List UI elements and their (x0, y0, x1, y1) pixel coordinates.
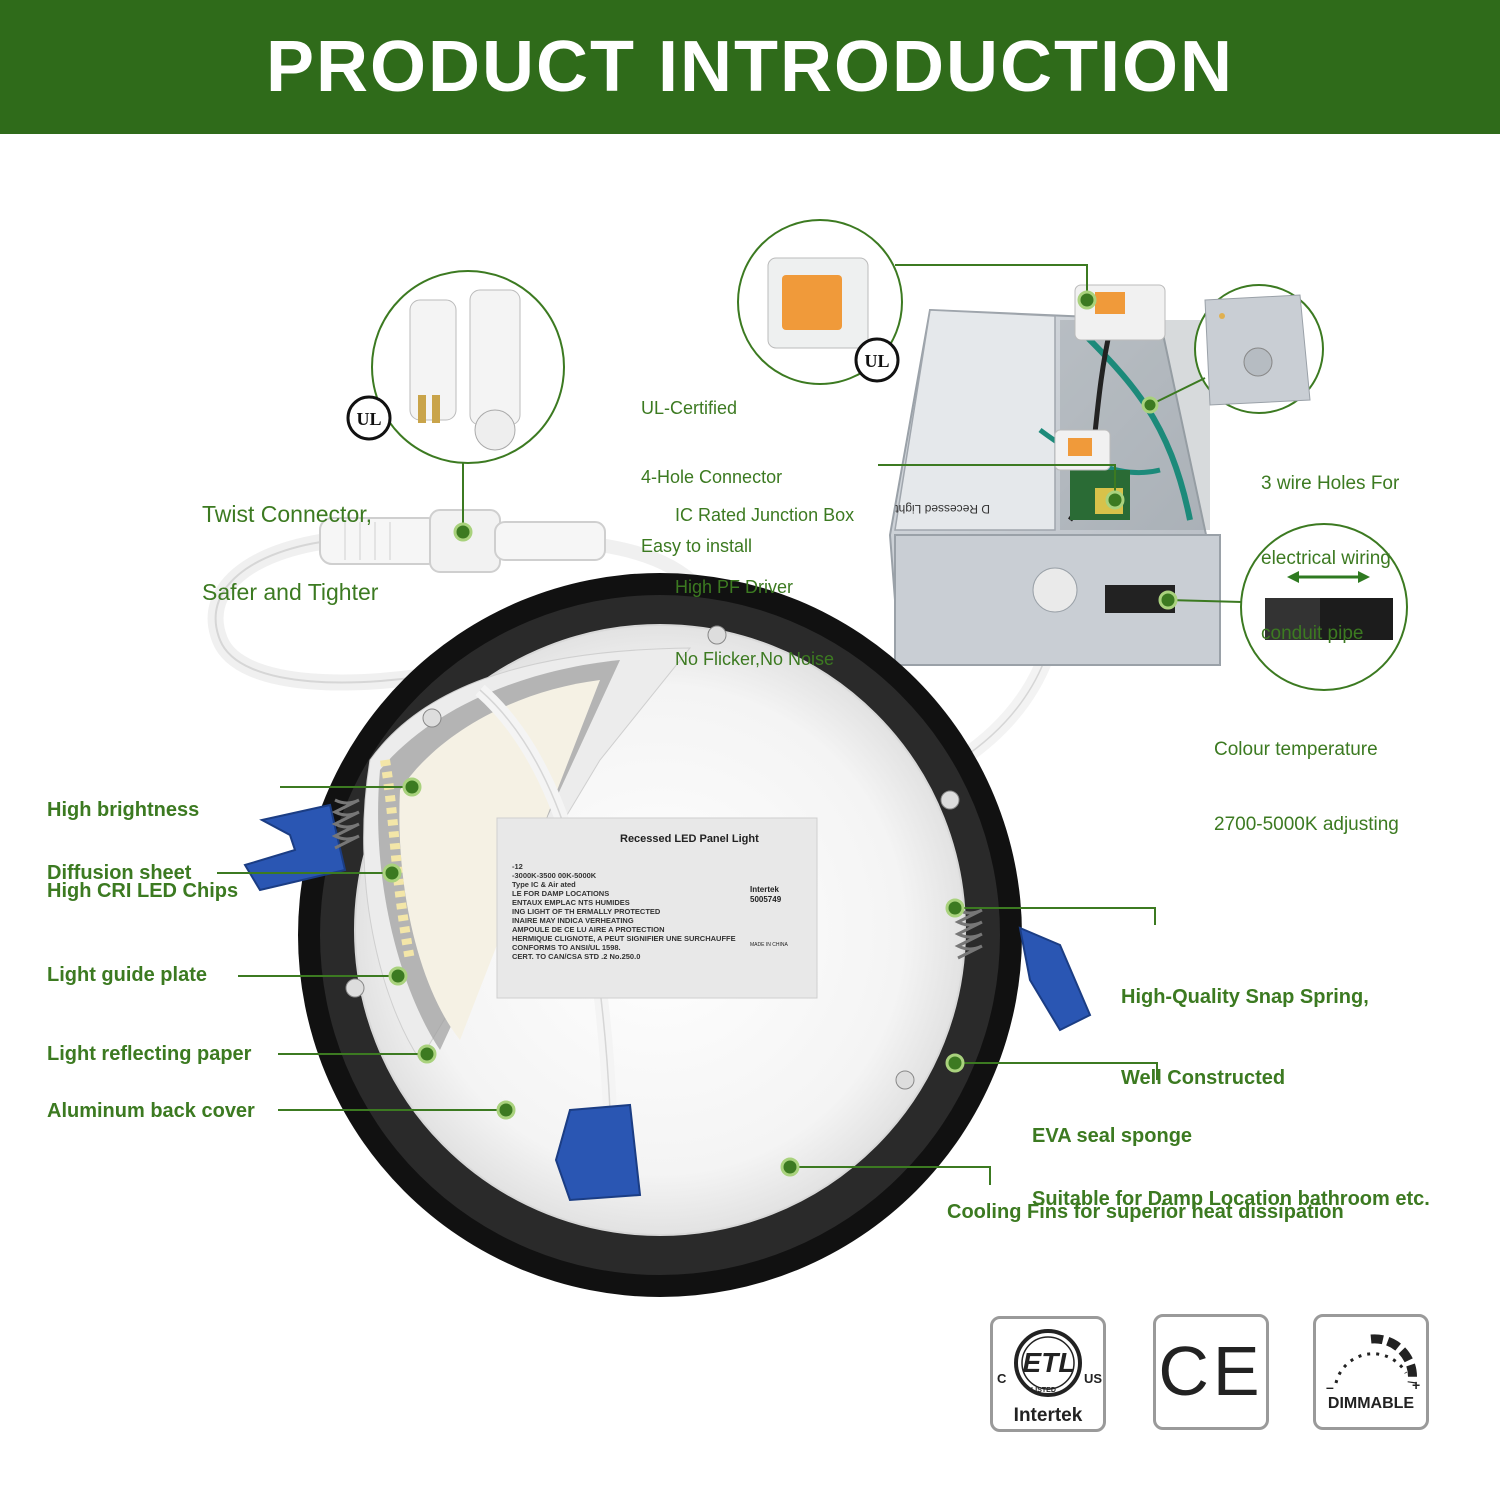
callout-line: conduit pipe (1261, 623, 1364, 644)
callout-line: Suitable for Damp Location bathroom etc. (1032, 1188, 1430, 1210)
label-made-in: MADE IN CHINA (750, 942, 788, 948)
svg-text:UL: UL (864, 351, 889, 371)
label-line: CONFORMS TO ANSI/UL 1598. (512, 943, 621, 952)
detail-colour-switch (1240, 523, 1408, 691)
callout-line: IC Rated Junction Box (675, 505, 855, 525)
dim-plus: + (1412, 1377, 1421, 1393)
ce-icon: CE (1153, 1314, 1269, 1430)
leader-dots (382, 290, 1178, 1177)
callout-line: High-Quality Snap Spring, (1121, 986, 1369, 1008)
callout-4-hole-connector: UL-Certified 4-Hole Connector Easy to in… (641, 351, 782, 581)
clip-left (243, 803, 347, 892)
callout-line: Easy to install (641, 536, 753, 556)
svg-text:UL: UL (356, 409, 381, 429)
callout-line: electrical wiring (1261, 548, 1391, 569)
callout-line: UL-Certified (641, 398, 738, 418)
cable-edge (214, 539, 461, 684)
callout-line: Well Constructed (1121, 1067, 1286, 1089)
page-title: PRODUCT INTRODUCTION (266, 27, 1234, 107)
callout-colour-temperature: Colour temperature 2700-5000K adjusting (1214, 687, 1399, 862)
clip-right (1018, 926, 1092, 1032)
callout-line: 3 wire Holes For (1261, 473, 1400, 494)
callout-line: Safer and Tighter (202, 579, 379, 605)
panel-light (243, 573, 1092, 1297)
callout-line: No Flicker,No Noise (675, 649, 835, 669)
callout-line: High brightness (47, 799, 200, 821)
etl-emblem (1014, 1329, 1082, 1397)
box-label-text: D Recessed Light (895, 502, 990, 516)
product-label-lines: -12 -3000K-3500 00K-5000K Type IC & Air … (512, 862, 742, 961)
detail-4-hole-connector (737, 219, 903, 385)
etl-text: ETL (1022, 1347, 1076, 1378)
callout-reflecting-paper: Light reflecting paper (47, 1043, 252, 1065)
ul-icon: UL (854, 337, 900, 383)
callout-cooling-fins: Cooling Fins for superior heat dissipati… (947, 1201, 1344, 1223)
product-label-title: Recessed LED Panel Light (620, 833, 759, 845)
callout-snap-spring: High-Quality Snap Spring, Well Construct… (1121, 930, 1369, 1119)
etl-listed: LISTED (1031, 1387, 1056, 1394)
callout-diffusion-sheet: Diffusion sheet (47, 862, 192, 884)
label-line: -3000K-3500 00K-5000K (512, 871, 597, 880)
label-line: HERMIQUE CLIGNOTE, A PEUT SIGNIFIER UNE … (512, 934, 736, 943)
callout-line: High CRI LED Chips (47, 880, 239, 902)
leader-lines (217, 264, 1243, 1185)
callout-line: Twist Connector, (202, 501, 373, 527)
dimmable-text: DIMMABLE (1327, 1395, 1415, 1412)
dimmable-icon: – + DIMMABLE (1313, 1314, 1429, 1430)
callout-line: 4-Hole Connector (641, 467, 783, 487)
junction-box: D Recessed Light (888, 284, 1221, 666)
label-intertek-no: 5005749 (750, 895, 782, 904)
callout-eva-sponge: EVA seal sponge Suitable for Damp Locati… (1032, 1084, 1430, 1231)
etl-c: C (997, 1371, 1007, 1386)
callout-wire-holes: 3 wire Holes For electrical wiring condu… (1261, 421, 1399, 671)
callout-junction-box: IC Rated Junction Box High PF Driver No … (675, 455, 854, 695)
label-line: ING LIGHT OF TH ERMALLY PROTECTED (512, 907, 661, 916)
callout-light-guide-plate: Light guide plate (47, 964, 207, 986)
label-intertek: Intertek (750, 885, 779, 894)
callout-brightness: High brightness High CRI LED Chips (47, 743, 238, 932)
label-line: INAIRE MAY INDICA VERHEATING (512, 916, 634, 925)
etl-icon: ETL C US LISTED Intertek (990, 1316, 1106, 1432)
ul-icon: UL (346, 395, 392, 441)
etl-intertek: Intertek (1013, 1405, 1083, 1426)
callout-line: High PF Driver (675, 577, 794, 597)
callout-line: Colour temperature (1214, 739, 1378, 760)
etl-us: US (1084, 1371, 1103, 1386)
detail-wire-holes (1194, 284, 1324, 414)
twist-connector-inline (319, 509, 606, 573)
title-banner: PRODUCT INTRODUCTION (0, 0, 1500, 134)
label-line: AMPOULE DE CE LU AIRE A PROTECTION (512, 925, 665, 934)
product-label (496, 817, 818, 999)
label-line: Type IC & Air ated (512, 880, 576, 889)
callout-line: EVA seal sponge (1032, 1125, 1193, 1147)
detail-twist-connector (371, 270, 565, 464)
dimmer-arc (1334, 1334, 1417, 1384)
callout-line: 2700-5000K adjusting (1214, 814, 1399, 835)
label-line: ENTAUX EMPLAC NTS HUMIDES (512, 898, 630, 907)
callout-aluminum-cover: Aluminum back cover (47, 1100, 255, 1122)
clip-bottom (554, 1103, 642, 1202)
label-line: -12 (512, 862, 523, 871)
label-line: LE FOR DAMP LOCATIONS (512, 889, 610, 898)
label-line: CERT. TO CAN/CSA STD .2 No.250.0 (512, 952, 641, 961)
ce-text: CE (1158, 1332, 1264, 1410)
callout-twist-connector: Twist Connector, Safer and Tighter (202, 449, 378, 631)
dim-minus: – (1326, 1379, 1334, 1395)
